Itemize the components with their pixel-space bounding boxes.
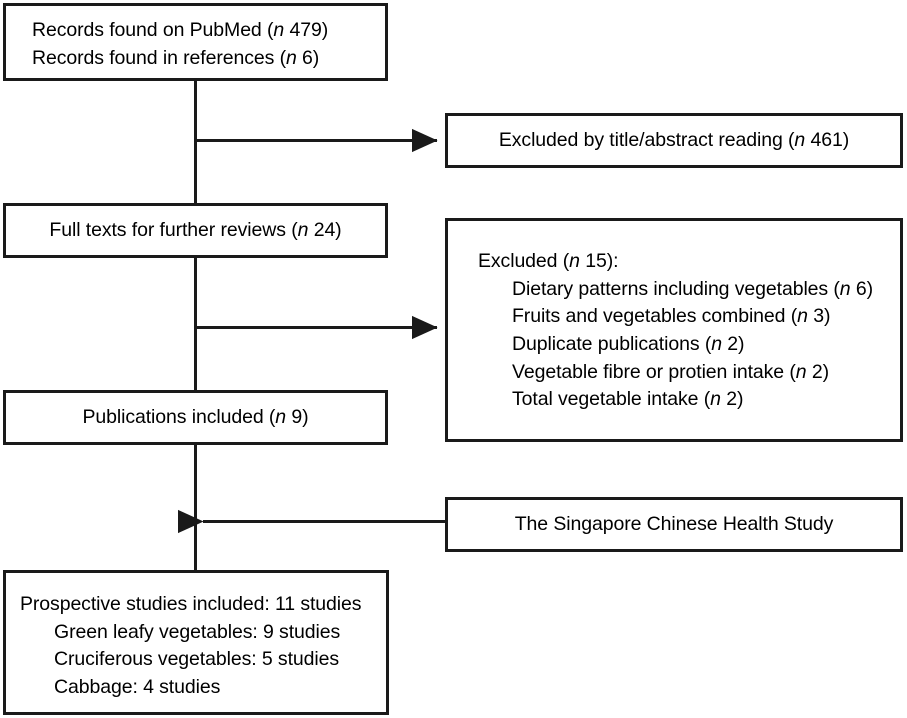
excluded-reason-3-count: 2): [721, 333, 745, 356]
excluded-reason-item: Total vegetable intake (n 2): [478, 386, 900, 414]
publications-included-line: Publications included (n 9): [82, 404, 308, 432]
prospective-studies-item: Cruciferous vegetables: 5 studies: [54, 648, 340, 671]
publications-included-count: 9): [286, 405, 309, 428]
excluded-reason-item: Fruits and vegetables combined (n 3): [478, 303, 900, 331]
records-found-line-2: Records found in references (n 6): [32, 45, 385, 73]
prospective-studies-item: Green leafy vegetables: 9 studies: [54, 620, 341, 643]
excluded-reasons-header-count: 15):: [579, 250, 619, 272]
node-excluded-with-reasons: Excluded (n 15): Dietary patterns includ…: [445, 218, 903, 442]
records-references-count: 6): [296, 46, 320, 69]
node-excluded-by-title-abstract: Excluded by title/abstract reading (n 46…: [445, 113, 903, 168]
singapore-study-label: The Singapore Chinese Health Study: [514, 512, 834, 535]
records-pubmed-n-symbol: n: [273, 19, 285, 41]
excluded-reason-1-count: 6): [850, 277, 873, 300]
full-texts-n-symbol: n: [297, 218, 309, 241]
excluded-reason-1-n-symbol: n: [839, 277, 851, 300]
node-prospective-studies-included: Prospective studies included: 11 studies…: [3, 570, 389, 715]
excluded-reasons-header-text: Excluded (: [478, 250, 570, 272]
excluded-reason-2-text: Fruits and vegetables combined (: [512, 305, 798, 328]
excluded-reasons-header-n-symbol: n: [569, 250, 580, 272]
excluded-reason-item: Dietary patterns including vegetables (n…: [478, 276, 900, 304]
excluded-title-abstract-line: Excluded by title/abstract reading (n 46…: [499, 127, 849, 155]
excluded-reasons-header: Excluded (n 15):: [478, 248, 900, 276]
excluded-reason-2-n-symbol: n: [797, 305, 808, 328]
excluded-reason-4-count: 2): [806, 360, 829, 383]
excluded-reason-3-text: Duplicate publications (: [512, 333, 712, 356]
publications-included-text: Publications included (: [82, 405, 276, 428]
records-found-lines: Records found on PubMed (n 479) Records …: [32, 17, 385, 72]
excluded-reason-3-n-symbol: n: [711, 333, 722, 356]
excluded-reason-5-text: Total vegetable intake (: [512, 388, 711, 411]
records-pubmed-text: Records found on PubMed (: [32, 19, 274, 41]
records-pubmed-count: 479): [284, 19, 329, 41]
full-texts-line: Full texts for further reviews (n 24): [49, 217, 341, 245]
full-texts-count: 24): [308, 218, 342, 241]
excluded-title-abstract-count: 461): [805, 128, 850, 151]
records-references-text: Records found in references (: [32, 46, 286, 69]
node-records-found: Records found on PubMed (n 479) Records …: [3, 3, 388, 81]
publications-included-n-symbol: n: [275, 405, 287, 428]
prospective-studies-header: Prospective studies included: 11 studies: [20, 593, 362, 615]
excluded-reason-4-text: Vegetable fibre or protien intake (: [512, 360, 796, 383]
records-found-line-1: Records found on PubMed (n 479): [32, 17, 385, 45]
excluded-title-abstract-n-symbol: n: [794, 128, 806, 151]
prospective-studies-item: Cabbage: 4 studies: [54, 676, 221, 699]
excluded-reason-item: Duplicate publications (n 2): [478, 331, 900, 359]
excluded-title-abstract-text: Excluded by title/abstract reading (: [498, 128, 795, 151]
records-references-n-symbol: n: [285, 46, 297, 69]
excluded-reason-2-count: 3): [807, 305, 831, 328]
excluded-reason-item: Vegetable fibre or protien intake (n 2): [478, 359, 900, 387]
excluded-reason-1-text: Dietary patterns including vegetables (: [512, 277, 840, 300]
node-full-texts-for-review: Full texts for further reviews (n 24): [3, 203, 388, 258]
excluded-reason-5-count: 2): [720, 388, 744, 411]
excluded-reason-5-n-symbol: n: [710, 388, 721, 411]
full-texts-text: Full texts for further reviews (: [49, 218, 298, 241]
node-singapore-chinese-health-study: The Singapore Chinese Health Study: [445, 497, 903, 552]
excluded-reason-4-n-symbol: n: [795, 360, 807, 383]
node-publications-included: Publications included (n 9): [3, 390, 388, 445]
